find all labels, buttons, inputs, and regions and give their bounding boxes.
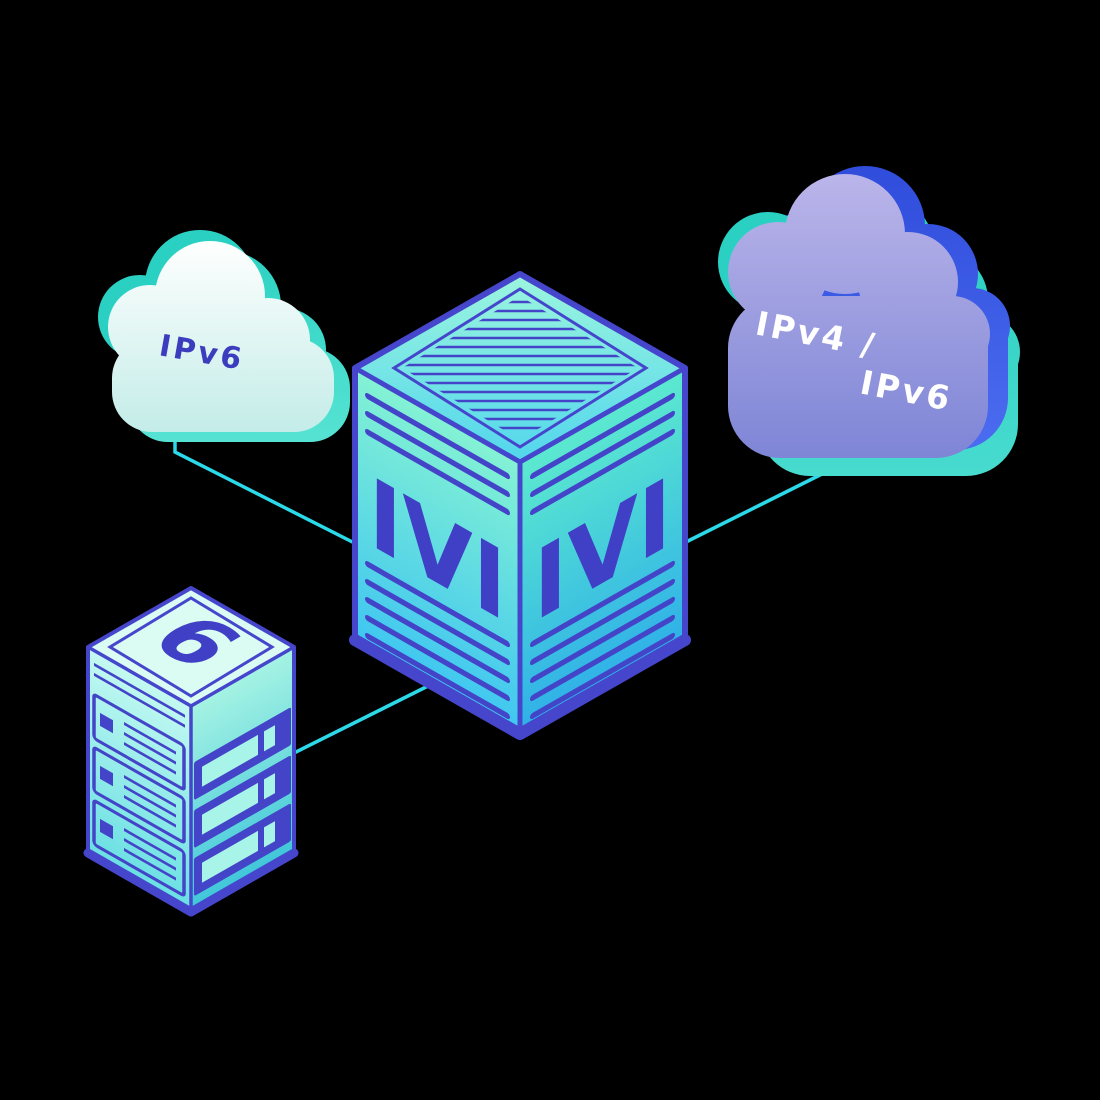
ivi-translator-box: IVI IVI (349, 271, 691, 740)
server-drive-bays (92, 693, 186, 897)
server-left-face (88, 647, 191, 912)
ivi-top-inner-border (391, 287, 649, 449)
server-tray-bands (194, 707, 291, 896)
server-left-face-panel (88, 647, 191, 912)
ipv6-server: 6 (83, 586, 299, 917)
cloud-ipv6-body (108, 241, 334, 432)
ivi-box-edges (349, 271, 691, 740)
server-left-face-vent-lines (94, 662, 185, 728)
ivi-right-face: IVI (520, 367, 685, 734)
ivi-left-face-stripes (365, 392, 510, 720)
server-right-face (191, 647, 294, 912)
server-top-inner-border (107, 596, 275, 698)
ivi-top-face-stripes (402, 300, 638, 430)
drive-bay (92, 746, 186, 844)
server-edges (83, 586, 299, 917)
drive-bay (92, 799, 186, 897)
drive-bay (92, 693, 186, 791)
ivi-left-face: IVI (355, 368, 520, 735)
tray-band (194, 707, 291, 800)
ivi-right-face-stripes (530, 392, 675, 720)
cloud-ipv6: IPv6 (98, 230, 350, 442)
tray-band (194, 755, 291, 848)
tray-band (194, 803, 291, 896)
cloud-ipv4-ipv6: IPv4 / IPv6 (718, 166, 1020, 476)
